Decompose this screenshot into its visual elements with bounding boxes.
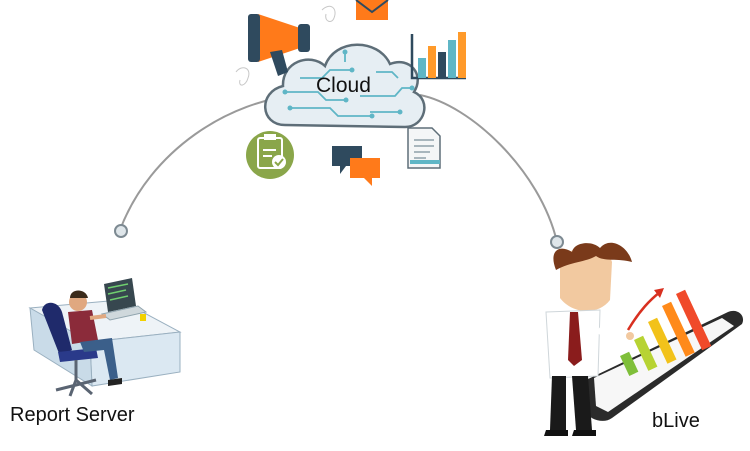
document-icon <box>407 127 441 169</box>
report-server-illustration <box>28 278 182 397</box>
office-chair <box>42 302 72 356</box>
clipboard-check-icon <box>246 131 294 179</box>
blive-illustration <box>544 242 744 436</box>
cloud-label: Cloud <box>316 74 371 97</box>
bar-chart-icon <box>410 32 466 80</box>
chat-bubbles-icon <box>332 146 380 186</box>
cloud-icon <box>264 43 426 129</box>
doodle-decoration <box>235 5 336 86</box>
arc-endpoint-left <box>114 224 128 238</box>
arc-endpoint-right <box>550 235 564 249</box>
megaphone-icon <box>248 14 310 76</box>
blive-label: bLive <box>652 410 700 432</box>
laptop-icon <box>104 278 136 312</box>
businessman <box>544 242 634 436</box>
mug-icon <box>140 314 146 321</box>
email-icon <box>355 0 389 20</box>
report-server-label: Report Server <box>10 404 135 426</box>
smartphone-icon <box>586 288 744 421</box>
